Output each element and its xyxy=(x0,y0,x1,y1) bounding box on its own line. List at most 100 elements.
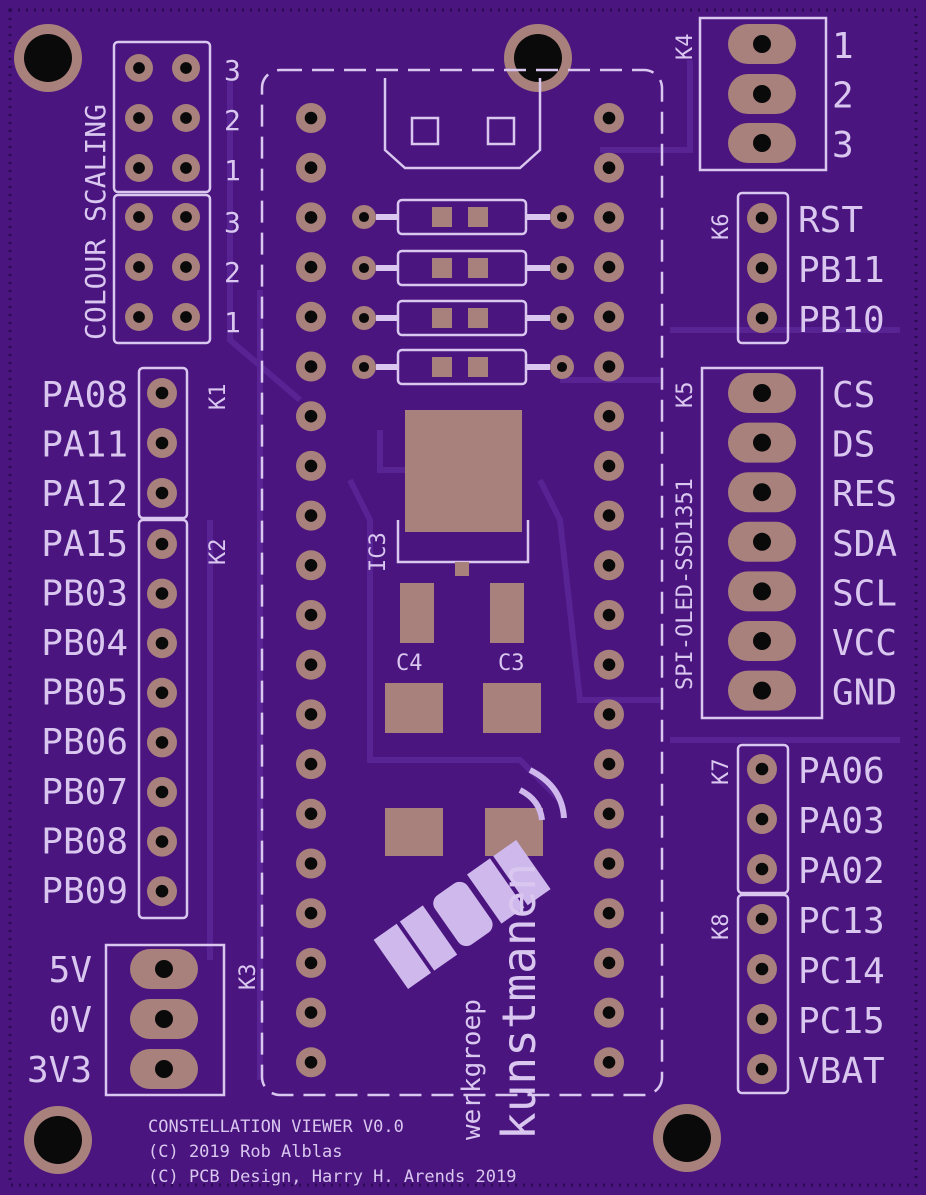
colour-scaling-pin xyxy=(125,154,153,182)
power-pin-label: 5V xyxy=(49,950,92,991)
k2-pin xyxy=(147,876,177,907)
k3-terminal-pad xyxy=(130,949,198,989)
k8-pin-label: PC14 xyxy=(798,951,885,992)
resistor-lead-left xyxy=(352,306,376,330)
colour-scaling-outline-bottom xyxy=(112,193,212,345)
resistor xyxy=(352,249,574,287)
mcu-left-pin xyxy=(296,500,326,531)
mcu-left-pin xyxy=(296,649,326,680)
k8-pin xyxy=(747,1054,777,1084)
mcu-left-pin xyxy=(296,351,326,382)
k8-pin xyxy=(747,1004,777,1034)
k2-outline xyxy=(137,518,189,920)
k1-pin xyxy=(147,378,177,408)
k6-pin xyxy=(747,203,777,233)
mcu-right-pin xyxy=(594,649,624,680)
mcu-right-pin xyxy=(594,202,624,233)
mcu-left-pin xyxy=(296,600,326,630)
mcu-right-pin xyxy=(594,351,624,382)
mcu-left-pin xyxy=(296,848,326,879)
mcu-left-header xyxy=(296,103,326,1078)
k3-terminal-pad xyxy=(130,1049,198,1089)
colour-scaling-pin xyxy=(125,253,153,281)
refdes-ic3: IC3 xyxy=(366,532,391,572)
refdes-k2: K2 xyxy=(206,539,231,566)
k4-terminal-pad xyxy=(728,24,796,64)
k5-pad xyxy=(728,571,796,612)
k1-pin xyxy=(147,478,177,508)
colour-scaling-pin xyxy=(125,104,153,132)
k4-terminal xyxy=(728,24,796,163)
power-pin-label: 0V xyxy=(49,1000,92,1041)
mcu-right-pin xyxy=(594,848,624,879)
colour-scaling-pin xyxy=(125,54,153,82)
mcu-left-pin xyxy=(296,997,326,1028)
mounting-holes xyxy=(14,24,721,1174)
k2-pin xyxy=(147,777,177,807)
cs-num-3: 1 xyxy=(224,154,241,187)
mcu-right-pin xyxy=(594,749,624,780)
footer-line-2: (C) 2019 Rob Alblas xyxy=(148,1142,342,1162)
refdes-k1: K1 xyxy=(206,384,231,411)
k5-outline xyxy=(700,366,824,720)
footer-line-3: (C) PCB Design, Harry H. Arends 2019 xyxy=(148,1167,516,1187)
k6-header xyxy=(747,203,777,333)
k5-pad xyxy=(728,621,796,661)
colour-scaling-pin xyxy=(172,253,200,281)
k4-pin-label: 2 xyxy=(832,76,854,117)
k7-pin xyxy=(747,854,777,884)
k7-pin-label: PA06 xyxy=(798,751,885,792)
mcu-left-pin xyxy=(296,252,326,283)
k6-outline xyxy=(736,191,790,345)
cs-num-2: 2 xyxy=(224,104,241,137)
k2-pin xyxy=(147,578,177,609)
k8-pin-label: VBAT xyxy=(798,1051,885,1092)
k3-outline xyxy=(104,943,226,1097)
refdes-c3: C3 xyxy=(498,651,525,676)
cs-num-6: 1 xyxy=(224,306,241,339)
mcu-right-pin xyxy=(594,500,624,531)
k5-pad xyxy=(728,422,796,463)
k3-terminal-pad xyxy=(130,999,198,1039)
mcu-right-pin xyxy=(594,898,624,929)
cs-num-1: 3 xyxy=(224,54,241,87)
k1-outline xyxy=(137,366,189,520)
refdes-c4: C4 xyxy=(396,651,423,676)
left-pin-label: PB08 xyxy=(41,821,128,862)
k3-terminal xyxy=(130,949,198,1089)
colour-scaling-pin xyxy=(172,154,200,182)
k5-pin-label: GND xyxy=(832,673,897,714)
mcu-left-pin xyxy=(296,550,326,581)
ic3-pad xyxy=(405,410,522,532)
resistor-lead-right xyxy=(550,256,574,280)
resistor-lead-left xyxy=(352,205,376,229)
k8-outline xyxy=(736,893,790,1095)
k7-pin-label: PA03 xyxy=(798,801,885,842)
solar-panel-left xyxy=(373,923,431,989)
left-pin-label: PA11 xyxy=(41,425,128,466)
k7-pin xyxy=(747,754,777,784)
k4-terminal-pad xyxy=(728,123,796,163)
ic3-component xyxy=(396,410,530,576)
resistor-lead-right xyxy=(550,306,574,330)
k7-pin-label: PA02 xyxy=(798,851,885,892)
colour-scaling-pin xyxy=(125,303,153,331)
k8-header xyxy=(747,904,777,1084)
k6-pin-label: PB10 xyxy=(798,300,885,341)
usb-connector-outline xyxy=(383,78,542,170)
k5-pad xyxy=(728,521,796,562)
k5-pin-label: RES xyxy=(832,474,897,515)
k5-pin-label: SDA xyxy=(832,524,897,565)
k2-header xyxy=(147,529,177,907)
mcu-left-pin xyxy=(296,103,326,133)
colour-scaling-header xyxy=(125,54,200,331)
colour-scaling-pin xyxy=(172,303,200,331)
mcu-right-pin xyxy=(594,699,624,730)
k5-pad xyxy=(728,670,796,711)
mcu-left-pin xyxy=(296,1047,326,1078)
resistor xyxy=(352,198,574,236)
refdes-k8: K8 xyxy=(709,914,734,941)
refdes-k6: K6 xyxy=(709,214,734,241)
mcu-left-pin xyxy=(296,947,326,978)
copper-traces xyxy=(207,60,900,1080)
